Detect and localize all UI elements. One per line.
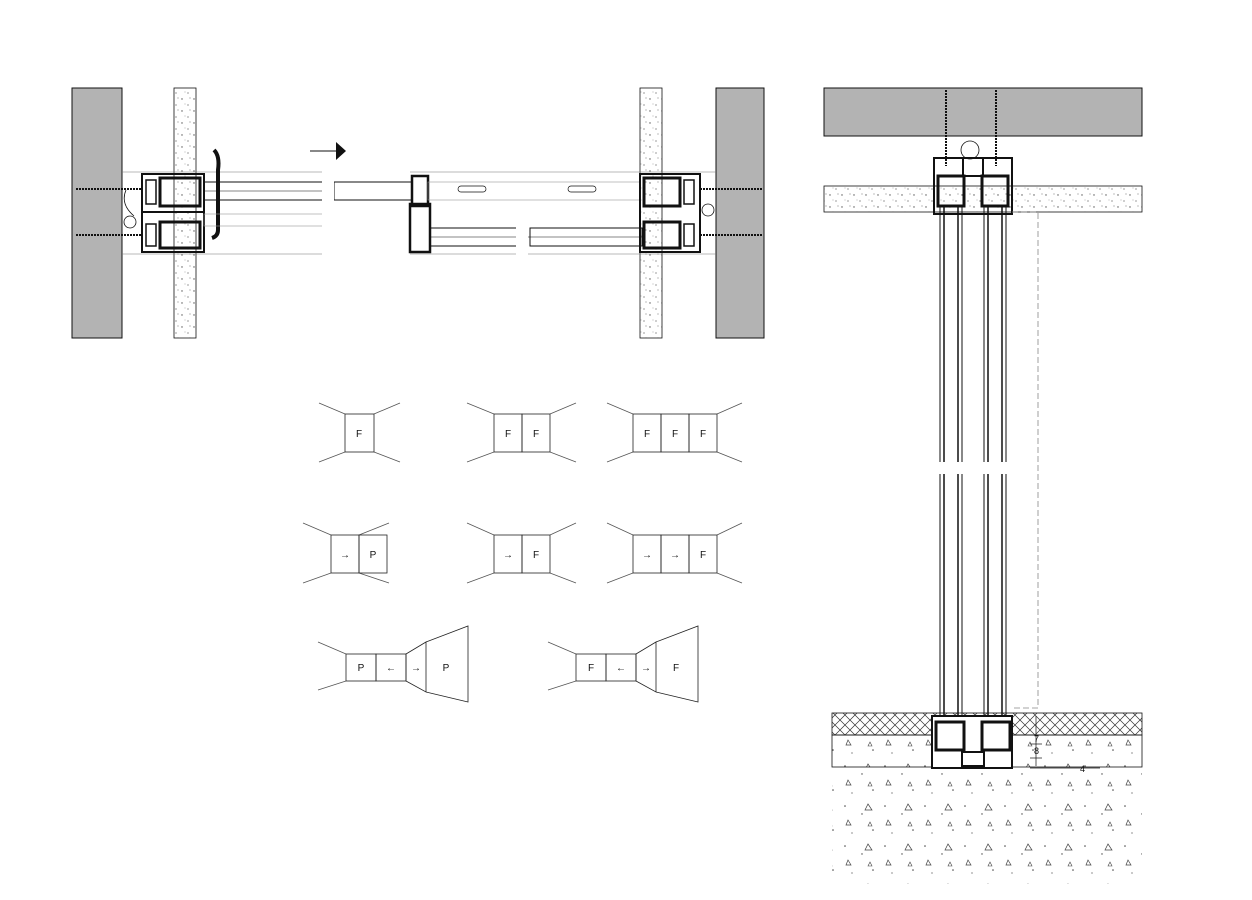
config-2-1-label-2: P <box>370 550 377 561</box>
plan-section <box>71 87 765 339</box>
right-wall <box>715 87 765 339</box>
config-2-3-label-3: F <box>700 550 706 561</box>
config-2-3-label-2: → <box>670 550 680 561</box>
left-frame-profile <box>123 148 221 253</box>
config-1-3-label-3: F <box>700 429 706 440</box>
right-frame-profile <box>639 173 715 253</box>
sliding-direction-arrow-icon <box>310 142 346 160</box>
break-gap-right <box>516 215 528 255</box>
config-1-3 <box>606 402 743 463</box>
config-3-2 <box>547 625 699 703</box>
config-1-1-label: F <box>356 429 362 440</box>
config-1-3-label-2: F <box>672 429 678 440</box>
right-plaster <box>639 87 663 339</box>
config-1-3-label-1: F <box>644 429 650 440</box>
leaf-bottom <box>203 202 643 254</box>
dimension-label-4: 4 <box>1080 764 1085 774</box>
config-1-1 <box>318 402 401 463</box>
panel-break <box>930 462 1020 474</box>
config-2-2 <box>466 522 577 584</box>
config-2-1 <box>302 522 390 584</box>
opening-outline <box>1012 211 1039 709</box>
config-3-2-label-flared: F <box>673 663 679 674</box>
config-3-1 <box>317 625 469 703</box>
config-3-1-label-flared: P <box>443 663 450 674</box>
floor-slab <box>832 772 1142 884</box>
config-2-1-label-1: → <box>340 550 350 561</box>
config-3-1-label-left-arrow: ← <box>386 663 396 674</box>
dimension-label-8: 8 <box>1034 746 1039 756</box>
vertical-section <box>823 87 1143 884</box>
config-3-1-label-fixed: P <box>358 663 365 674</box>
config-3-2-label-left-arrow: ← <box>616 663 626 674</box>
config-2-2-label-2: F <box>533 550 539 561</box>
config-1-2 <box>466 402 577 463</box>
config-3-1-label-right-arrow: → <box>411 663 421 674</box>
bottom-track-profile <box>931 715 1013 769</box>
config-2-3 <box>606 522 743 584</box>
configuration-legend <box>302 402 743 703</box>
config-3-2-label-right-arrow: → <box>641 663 651 674</box>
left-wall <box>71 87 123 339</box>
leaf-top <box>203 174 641 208</box>
config-1-2-label-1: F <box>505 429 511 440</box>
config-1-2-label-2: F <box>533 429 539 440</box>
config-2-2-label-1: → <box>503 550 513 561</box>
config-2-3-label-1: → <box>642 550 652 561</box>
ceiling-slab <box>823 87 1143 137</box>
break-gap-left <box>322 150 334 260</box>
config-3-2-label-fixed: F <box>588 663 594 674</box>
dimension-label-7: 7 <box>1034 734 1039 744</box>
